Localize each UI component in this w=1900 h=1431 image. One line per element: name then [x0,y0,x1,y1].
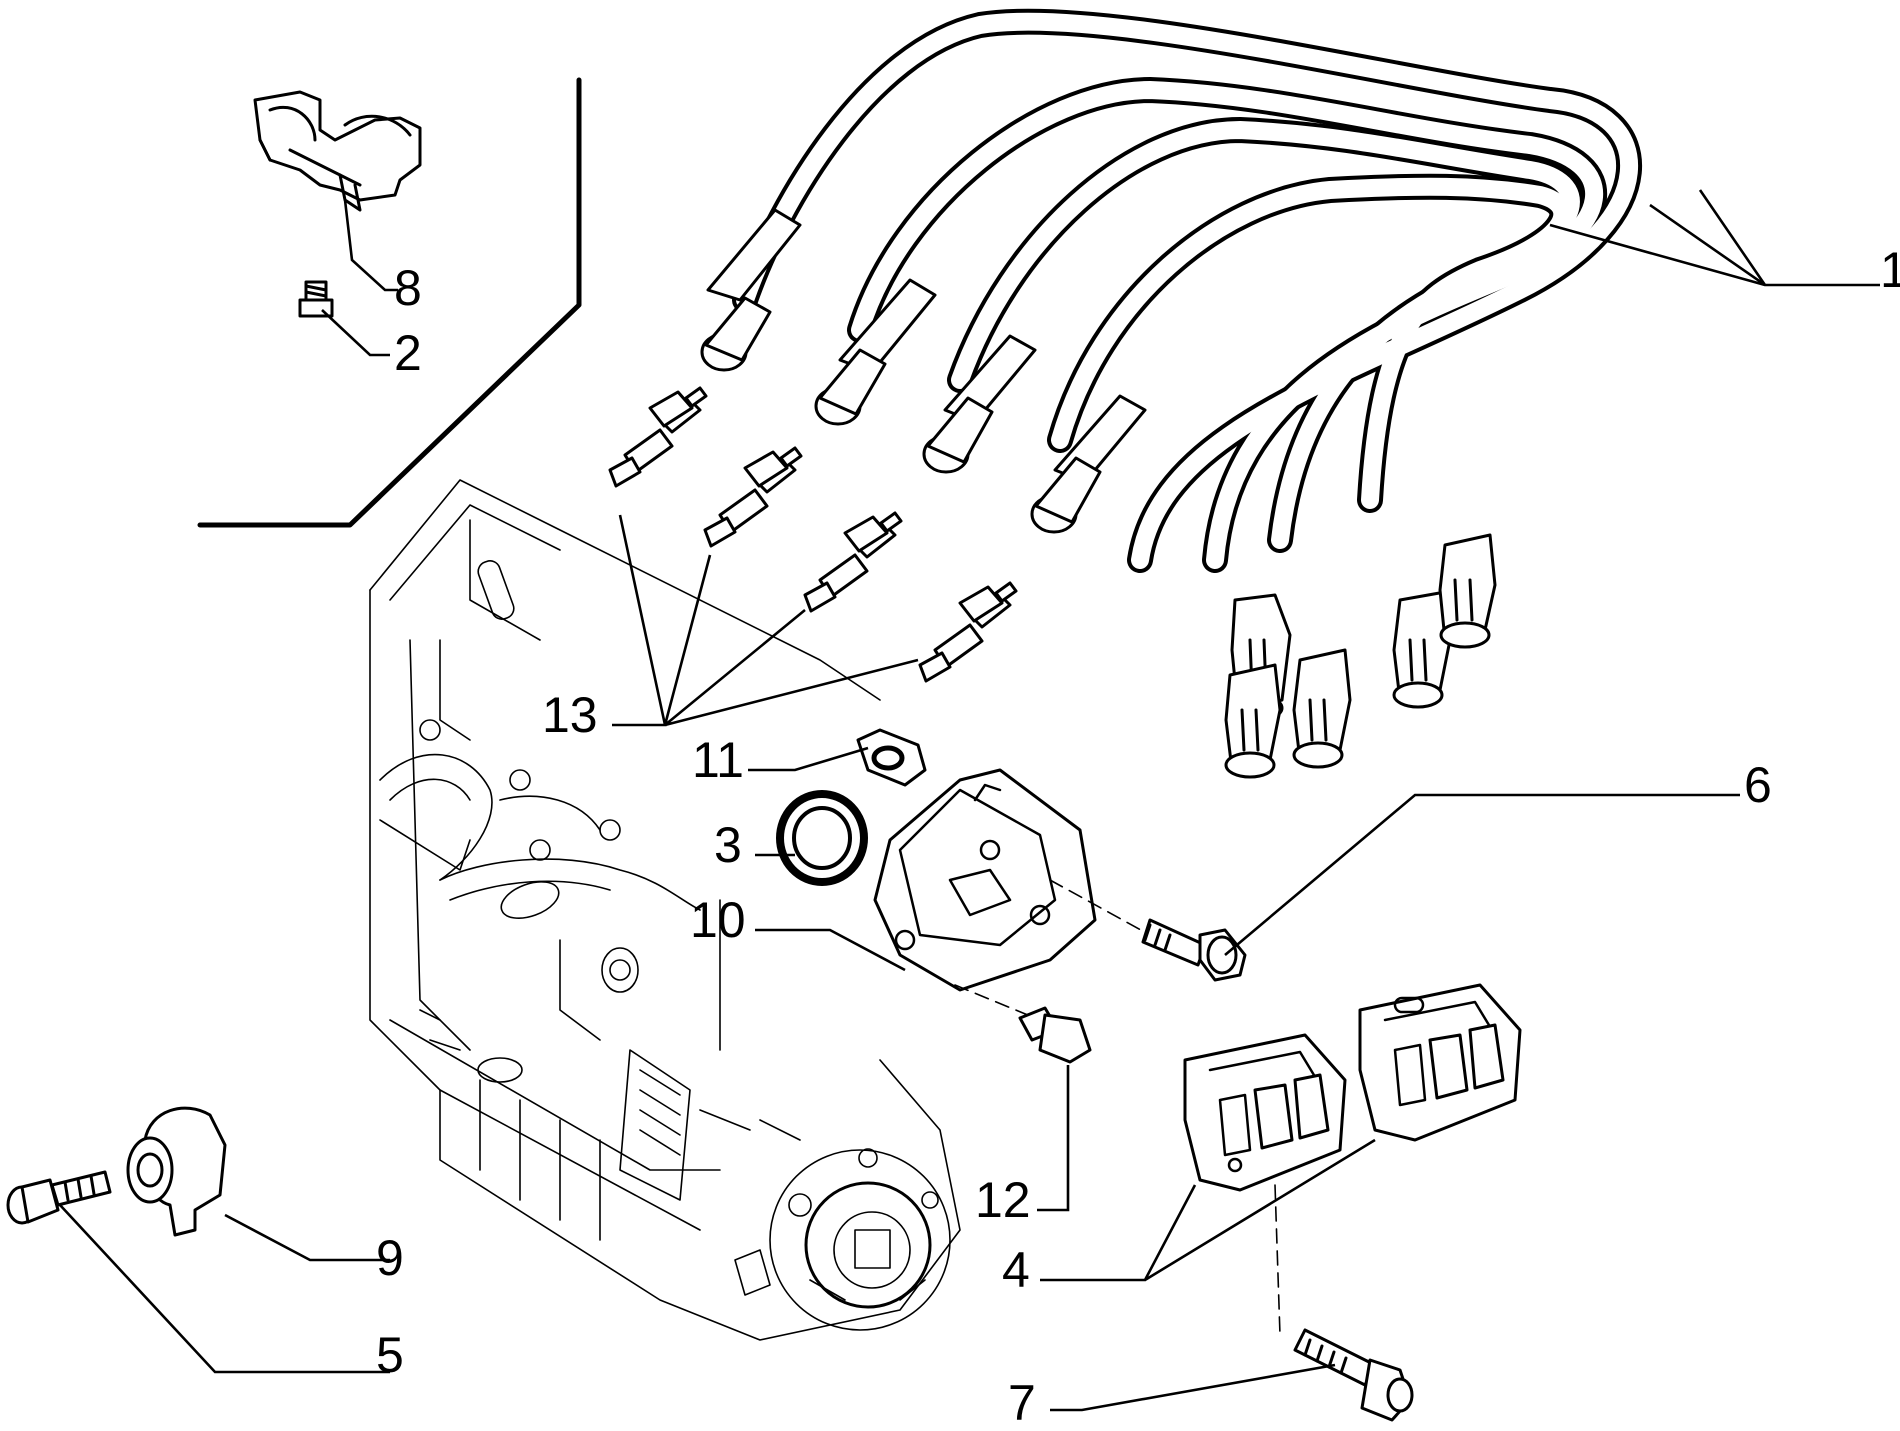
callout-9: 9 [376,1230,404,1286]
callout-4: 4 [1002,1242,1030,1298]
coil-boot-5 [1224,663,1282,779]
callout-1: 1 [1880,242,1900,298]
callout-3: 3 [714,817,742,873]
spark-plug-2 [703,446,803,548]
coil-support [873,768,1097,992]
support-bolt [1018,1006,1092,1064]
spark-plug-3 [803,511,903,613]
plug-boot-2 [814,278,937,426]
inset-frame-line [197,77,582,528]
ignition-cable-harness [732,8,1642,573]
callout-labels: 1 8 2 13 11 3 10 6 12 4 7 9 5 [376,242,1900,1431]
callout-10: 10 [690,892,746,948]
ignition-coil-left [1183,1033,1347,1192]
coil-boot-4 [1438,533,1497,649]
engine-block [369,479,961,1341]
callout-7: 7 [1008,1375,1036,1431]
knock-sensor [126,1106,227,1237]
spark-plug-4 [918,581,1018,683]
coil-bolt [1293,1328,1414,1422]
callout-8: 8 [394,260,422,316]
coil-boot-2 [1292,648,1352,769]
leader-lines [59,189,1880,1412]
callout-13: 13 [542,687,598,743]
callout-12: 12 [975,1172,1031,1228]
callout-2: 2 [394,325,422,381]
coil-boot-3 [1392,590,1452,709]
plug-boot-3 [922,334,1037,474]
callout-6: 6 [1744,757,1772,813]
cable-bracket [253,90,422,212]
ignition-coil-right [1358,983,1522,1142]
flange-bolt [1141,918,1247,982]
seal-ring [776,790,868,886]
bracket-screw [298,280,334,318]
coil-axis-line [1274,1184,1281,1336]
callout-5: 5 [376,1327,404,1383]
plug-boot-1 [700,208,802,372]
nut [856,728,927,787]
plug-boot-4 [1030,394,1147,534]
callout-11: 11 [692,732,744,788]
sensor-bolt [6,1170,112,1225]
spark-plug-1 [608,386,708,488]
